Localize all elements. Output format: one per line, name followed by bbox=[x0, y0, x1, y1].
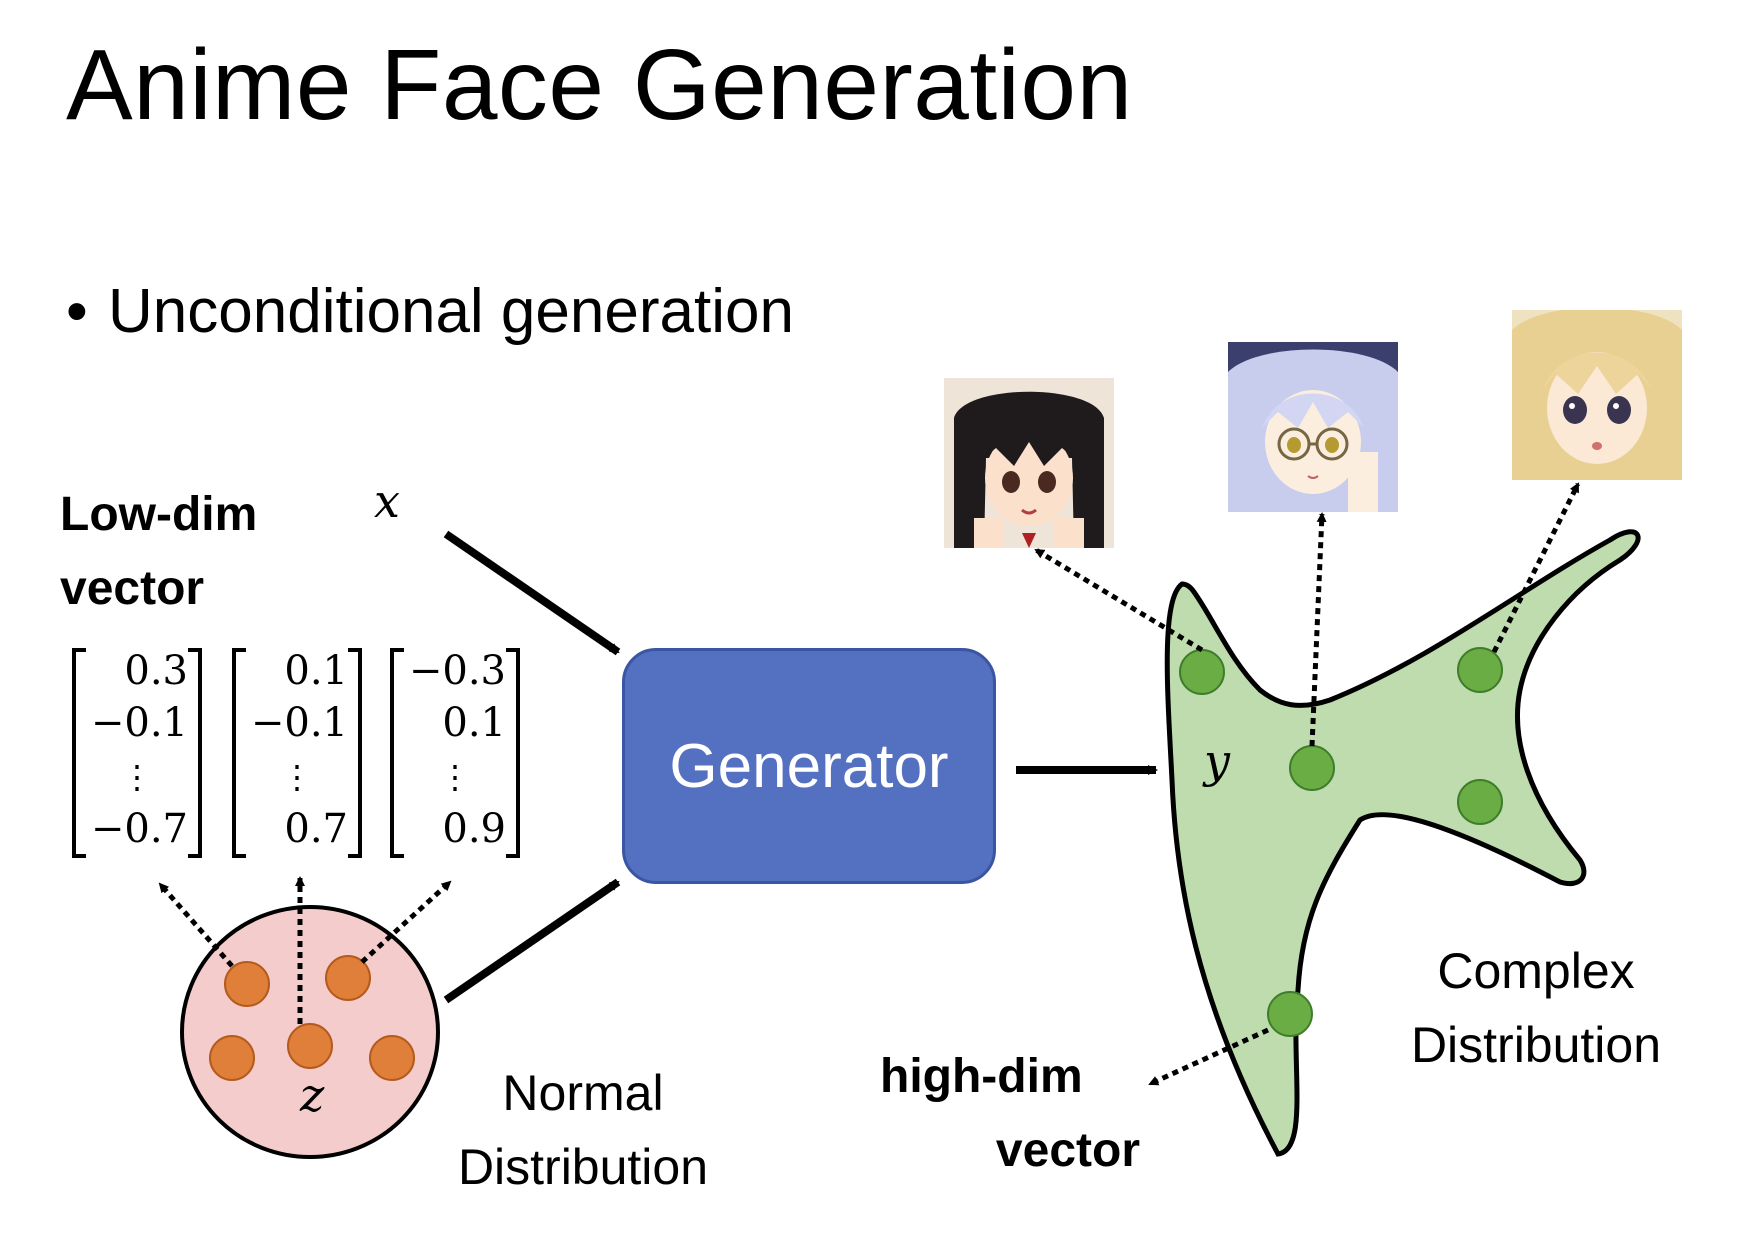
z-symbol: z bbox=[300, 1068, 325, 1122]
normal-distribution-label-line1: Normal bbox=[502, 1065, 664, 1121]
low-dim-label-line2: vector bbox=[60, 562, 205, 615]
complex-sample-dot bbox=[1267, 991, 1313, 1037]
vector-3-value-4: 0.9 bbox=[442, 806, 506, 852]
normal-sample-dot bbox=[209, 1035, 255, 1081]
complex-sample-dot bbox=[1179, 649, 1225, 695]
high-dim-label-line1: high-dim bbox=[880, 1050, 1083, 1103]
z-to-generator-arrow bbox=[443, 878, 621, 1004]
bullet-item: • Unconditional generation bbox=[66, 276, 794, 347]
anime-face-white-hair-glasses-icon bbox=[1228, 342, 1398, 512]
sample-to-vector-3-arrow bbox=[360, 880, 452, 964]
x-to-generator-arrow bbox=[443, 530, 621, 656]
vector-3: −0.3 0.1 ⋮ 0.9 bbox=[390, 648, 520, 858]
bullet-text: Unconditional generation bbox=[108, 277, 794, 346]
complex-distribution-label: Complex Distribution bbox=[1376, 934, 1696, 1082]
normal-distribution-label: Normal Distribution bbox=[428, 1056, 738, 1204]
low-dim-label-line1: Low-dim bbox=[60, 488, 258, 541]
vector-1-value-1: 0.3 bbox=[124, 648, 188, 694]
complex-sample-dot bbox=[1457, 779, 1503, 825]
normal-sample-dot bbox=[287, 1023, 333, 1069]
sample-to-vector-1-arrow bbox=[158, 882, 234, 968]
vector-2: 0.1 −0.1 ⋮ 0.7 bbox=[232, 648, 362, 858]
vector-2-value-4: 0.7 bbox=[284, 806, 348, 852]
vector-1: 0.3 −0.1 ⋮ −0.7 bbox=[72, 648, 202, 858]
vector-2-value-2: −0.1 bbox=[250, 700, 348, 746]
anime-face-blonde-hair-icon bbox=[1512, 310, 1682, 480]
bullet-marker: • bbox=[66, 277, 88, 346]
normal-sample-dot bbox=[224, 961, 270, 1007]
page-title: Anime Face Generation bbox=[66, 29, 1133, 141]
vector-3-value-1: −0.3 bbox=[408, 648, 506, 694]
vector-1-value-4: −0.7 bbox=[90, 806, 188, 852]
normal-distribution-label-line2: Distribution bbox=[457, 1139, 709, 1195]
vector-2-value-1: 0.1 bbox=[284, 648, 348, 694]
high-dim-label: high-dim vector bbox=[880, 1040, 1140, 1188]
generator-box: Generator bbox=[622, 648, 996, 884]
low-dim-label: Low-dim vector bbox=[60, 478, 257, 626]
complex-distribution-label-line2: Distribution bbox=[1410, 1017, 1662, 1073]
sample-to-face-2-arrow bbox=[1309, 512, 1327, 747]
normal-sample-dot bbox=[325, 955, 371, 1001]
y-symbol: y bbox=[1204, 734, 1230, 788]
vector-1-value-2: −0.1 bbox=[90, 700, 188, 746]
complex-sample-dot bbox=[1457, 647, 1503, 693]
complex-sample-dot bbox=[1289, 745, 1335, 791]
complex-distribution-label-line1: Complex bbox=[1437, 943, 1635, 999]
sample-to-face-3-arrow bbox=[1491, 482, 1581, 654]
vector-3-value-2: 0.1 bbox=[442, 700, 506, 746]
x-symbol: x bbox=[374, 474, 400, 528]
normal-sample-dot bbox=[369, 1035, 415, 1081]
high-dim-label-line2: vector bbox=[995, 1124, 1140, 1177]
anime-face-dark-hair-icon bbox=[944, 378, 1114, 548]
